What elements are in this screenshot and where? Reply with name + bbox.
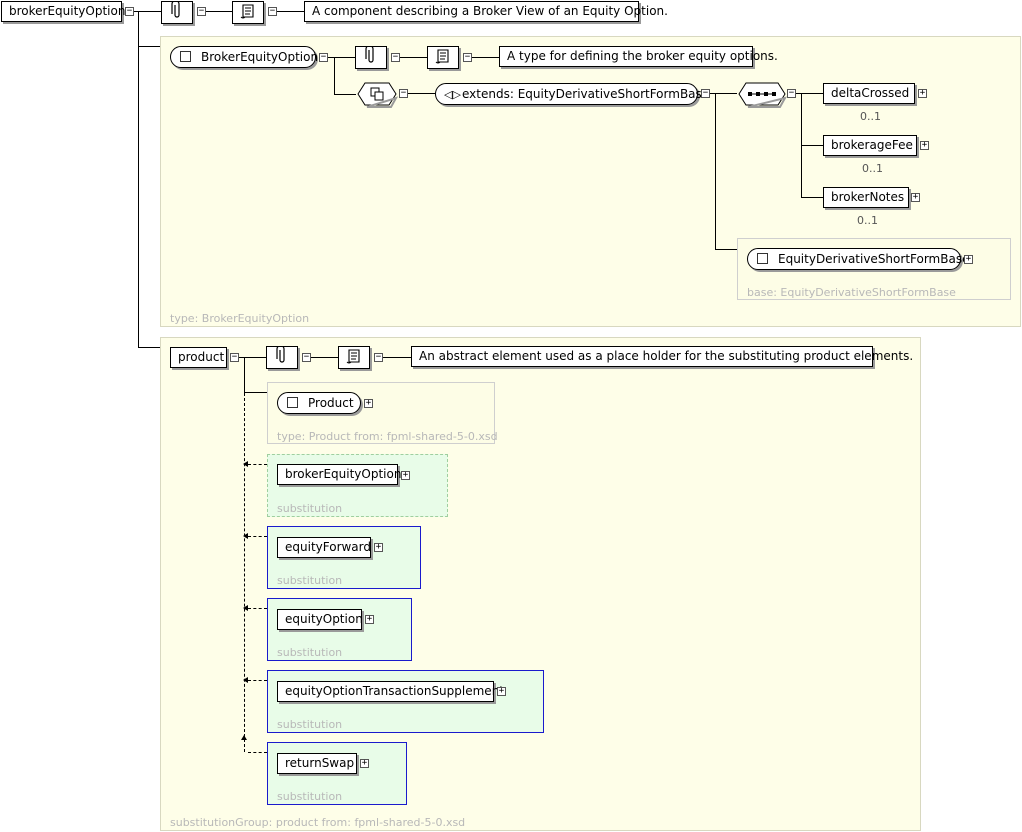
extension-arrows-icon: ◁▷ [444,88,461,101]
complex-type-icon [287,397,298,408]
complex-type-icon [180,51,191,62]
collapse-toggle-icon[interactable]: − [125,6,134,16]
expand-toggle-icon[interactable]: + [364,398,373,408]
product-type-caption: type: Product from: fpml-shared-5-0.xsd [277,430,498,443]
substitution-arrow [243,605,248,611]
complex-type-icon [757,253,768,264]
substitution-element-returnSwap[interactable]: returnSwap [277,753,357,774]
occurrence-brokerageFee: 0..1 [862,162,883,175]
expand-toggle-icon[interactable]: + [401,470,410,480]
collapse-toggle-icon[interactable]: − [230,352,239,362]
expand-toggle-icon[interactable]: + [497,686,506,696]
expand-toggle-icon[interactable]: + [918,88,927,98]
type-documentation: A type for defining the broker equity op… [499,46,778,67]
collapse-toggle-icon[interactable]: − [197,6,206,16]
substitution-caption: substitution [277,646,343,659]
collapse-toggle-icon[interactable]: − [302,352,311,362]
expand-toggle-icon[interactable]: + [911,192,920,202]
collapse-toggle-icon[interactable]: − [399,88,408,98]
substitution-caption: substitution [277,718,343,731]
substitution-element-equityForward[interactable]: equityForward [277,537,371,558]
collapse-toggle-icon[interactable]: − [374,352,383,362]
product-documentation: An abstract element used as a place hold… [411,346,913,367]
root-documentation: A component describing a Broker View of … [304,1,668,22]
product-panel-caption: substitutionGroup: product from: fpml-sh… [170,816,466,829]
element-product[interactable]: product [170,347,227,368]
documentation-scroll-icon [427,46,459,69]
collapse-toggle-icon[interactable]: − [268,6,277,16]
root-element-brokerEquityOption[interactable]: brokerEquityOption [1,1,125,22]
expand-toggle-icon[interactable]: + [920,140,929,150]
annotation-clip-icon [355,44,387,69]
collapse-toggle-icon[interactable]: − [787,88,796,98]
substitution-element-equityOption[interactable]: equityOption [277,609,363,630]
substitution-caption: substitution [277,502,343,515]
expand-toggle-icon[interactable]: + [360,758,369,768]
substitution-arrow [243,461,248,467]
occurrence-deltaCrossed: 0..1 [860,110,881,123]
substitution-caption: substitution [277,790,343,803]
base-type-caption: base: EquityDerivativeShortFormBase [747,286,956,299]
expand-toggle-icon[interactable]: + [365,614,374,624]
collapse-toggle-icon[interactable]: − [319,52,328,62]
substitution-arrow [243,533,248,539]
substitution-arrow [243,677,248,683]
expand-toggle-icon[interactable]: + [964,254,973,264]
complex-type-BrokerEquityOption[interactable]: BrokerEquityOption [170,46,318,68]
substitution-arrow [241,735,247,740]
type-panel-caption: type: BrokerEquityOption [170,312,310,325]
substitution-element-equityOptionTransactionSupplement[interactable]: equityOptionTransactionSupplement [277,681,504,702]
documentation-scroll-icon [338,346,370,369]
complex-type-EquityDerivativeShortFormBase[interactable]: EquityDerivativeShortFormBase [747,248,969,270]
annotation-clip-icon [161,0,193,24]
element-deltaCrossed[interactable]: deltaCrossed [823,83,915,104]
annotation-clip-icon [266,344,298,369]
extends-EquityDerivativeShortFormBase[interactable]: ◁▷extends: EquityDerivativeShortFormBase [435,83,709,105]
collapse-toggle-icon[interactable]: − [463,52,472,62]
collapse-toggle-icon[interactable]: − [701,88,710,98]
documentation-scroll-icon [232,1,264,24]
collapse-toggle-icon[interactable]: − [391,52,400,62]
substitution-element-brokerEquityOption[interactable]: brokerEquityOption [277,464,401,485]
element-brokerageFee[interactable]: brokerageFee [823,135,917,156]
occurrence-brokerNotes: 0..1 [857,214,878,227]
sequence-compositor-icon[interactable] [737,82,787,108]
complex-type-Product[interactable]: Product [277,392,361,414]
element-brokerNotes[interactable]: brokerNotes [823,187,909,208]
extension-compositor[interactable] [356,82,398,108]
expand-toggle-icon[interactable]: + [374,542,383,552]
substitution-caption: substitution [277,574,343,587]
